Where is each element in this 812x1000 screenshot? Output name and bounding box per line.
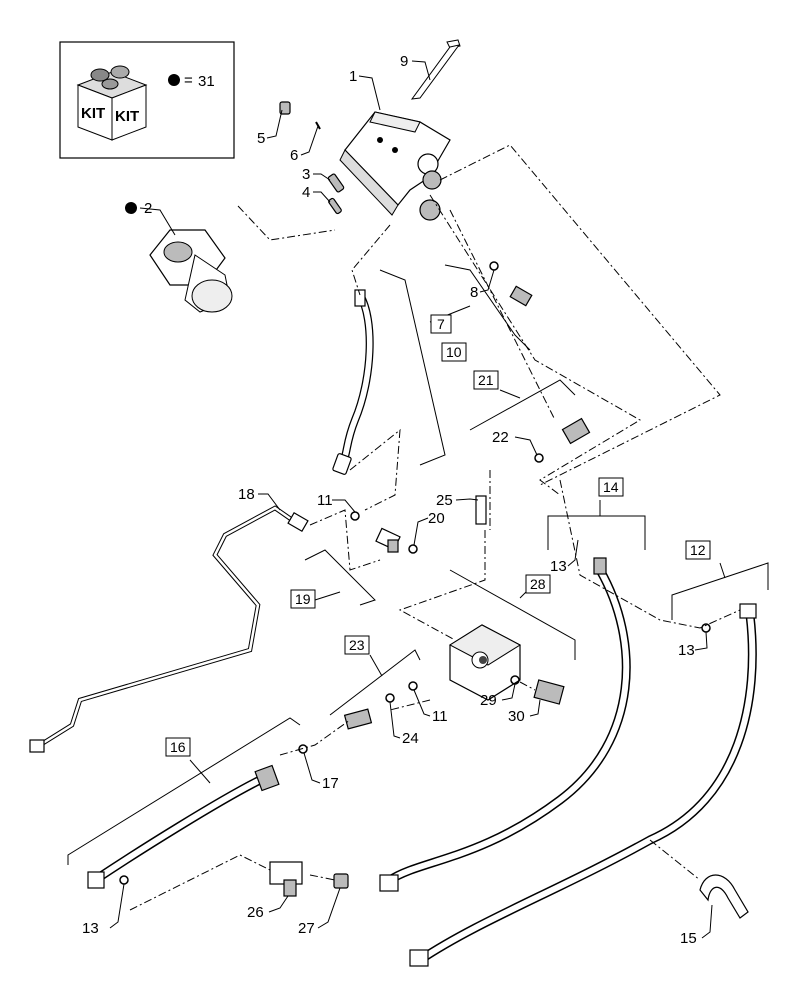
spring-3	[327, 173, 345, 193]
tube-18	[29, 505, 309, 753]
pin-6	[315, 121, 321, 130]
boxed-callouts: 7 10 12 14 16 19 21 23 28	[165, 314, 711, 757]
callout-3: 3	[302, 166, 310, 183]
callout-27: 27	[298, 920, 315, 937]
callout-26: 26	[247, 904, 264, 921]
hose-14	[379, 557, 631, 892]
callout-13-hose14: 13	[550, 558, 567, 575]
ball-4	[328, 197, 342, 215]
boxed-12: 12	[690, 542, 706, 558]
cap-27	[333, 873, 349, 889]
valve-block-1	[339, 111, 451, 221]
kit-label-right: KIT	[115, 108, 139, 125]
steering-unit-2	[149, 229, 233, 313]
callout-8: 8	[470, 284, 478, 301]
callout-11-upper: 11	[317, 492, 333, 509]
callout-17: 17	[322, 775, 339, 792]
bolt-9	[410, 39, 461, 100]
callout-13-hose16: 13	[82, 920, 99, 937]
callout-24: 24	[402, 730, 419, 747]
kit-label-left: KIT	[81, 105, 105, 122]
boxed-21: 21	[478, 372, 494, 388]
callout-20: 20	[428, 510, 445, 527]
callout-15: 15	[680, 930, 697, 947]
manifold-28	[448, 624, 522, 701]
kit-dot-2-icon	[125, 202, 137, 214]
callout-4: 4	[302, 184, 310, 201]
boxed-7: 7	[437, 316, 445, 332]
boxed-28: 28	[530, 576, 546, 592]
kit-equals: =	[184, 72, 193, 89]
callout-11-lower: 11	[432, 708, 448, 725]
plug-5	[279, 101, 291, 115]
callout-18: 18	[238, 486, 255, 503]
kit-number: 31	[198, 73, 215, 90]
group-brackets	[67, 264, 769, 865]
o-rings	[119, 261, 711, 885]
callout-6: 6	[290, 147, 298, 164]
boxed-19: 19	[295, 591, 311, 607]
callout-9: 9	[400, 53, 408, 70]
boxed-10: 10	[446, 344, 462, 360]
boxed-14: 14	[603, 479, 619, 495]
kit-box-icon: KIT KIT	[76, 65, 148, 141]
callout-13-hose12: 13	[678, 642, 695, 659]
assembly-lines	[129, 144, 741, 911]
clamp-15	[699, 874, 749, 919]
callout-5: 5	[257, 130, 265, 147]
hose-10	[332, 289, 374, 475]
boxed-16: 16	[170, 739, 186, 755]
callout-29: 29	[480, 692, 497, 709]
callout-25: 25	[436, 492, 453, 509]
callout-22: 22	[492, 429, 509, 446]
bolt-25	[475, 495, 487, 525]
kit-legend: KIT KIT = 31	[59, 41, 235, 159]
fitting-22	[561, 417, 591, 445]
callout-2: 2	[144, 200, 152, 217]
callout-30: 30	[508, 708, 525, 725]
callout-labels: 1 2 3 4 5 6 8 9 11 11 13 13 13 15 17 18 …	[82, 53, 697, 947]
boxed-23: 23	[349, 637, 365, 653]
tee-26	[269, 861, 303, 897]
fitting-30	[533, 679, 565, 705]
tee-fitting-20	[375, 527, 401, 553]
callout-1: 1	[349, 68, 357, 85]
callout-leaders	[109, 60, 713, 939]
fitting-24	[343, 708, 373, 730]
hose-16	[87, 764, 280, 889]
kit-dot-icon	[168, 74, 180, 86]
fitting-8	[509, 285, 533, 307]
